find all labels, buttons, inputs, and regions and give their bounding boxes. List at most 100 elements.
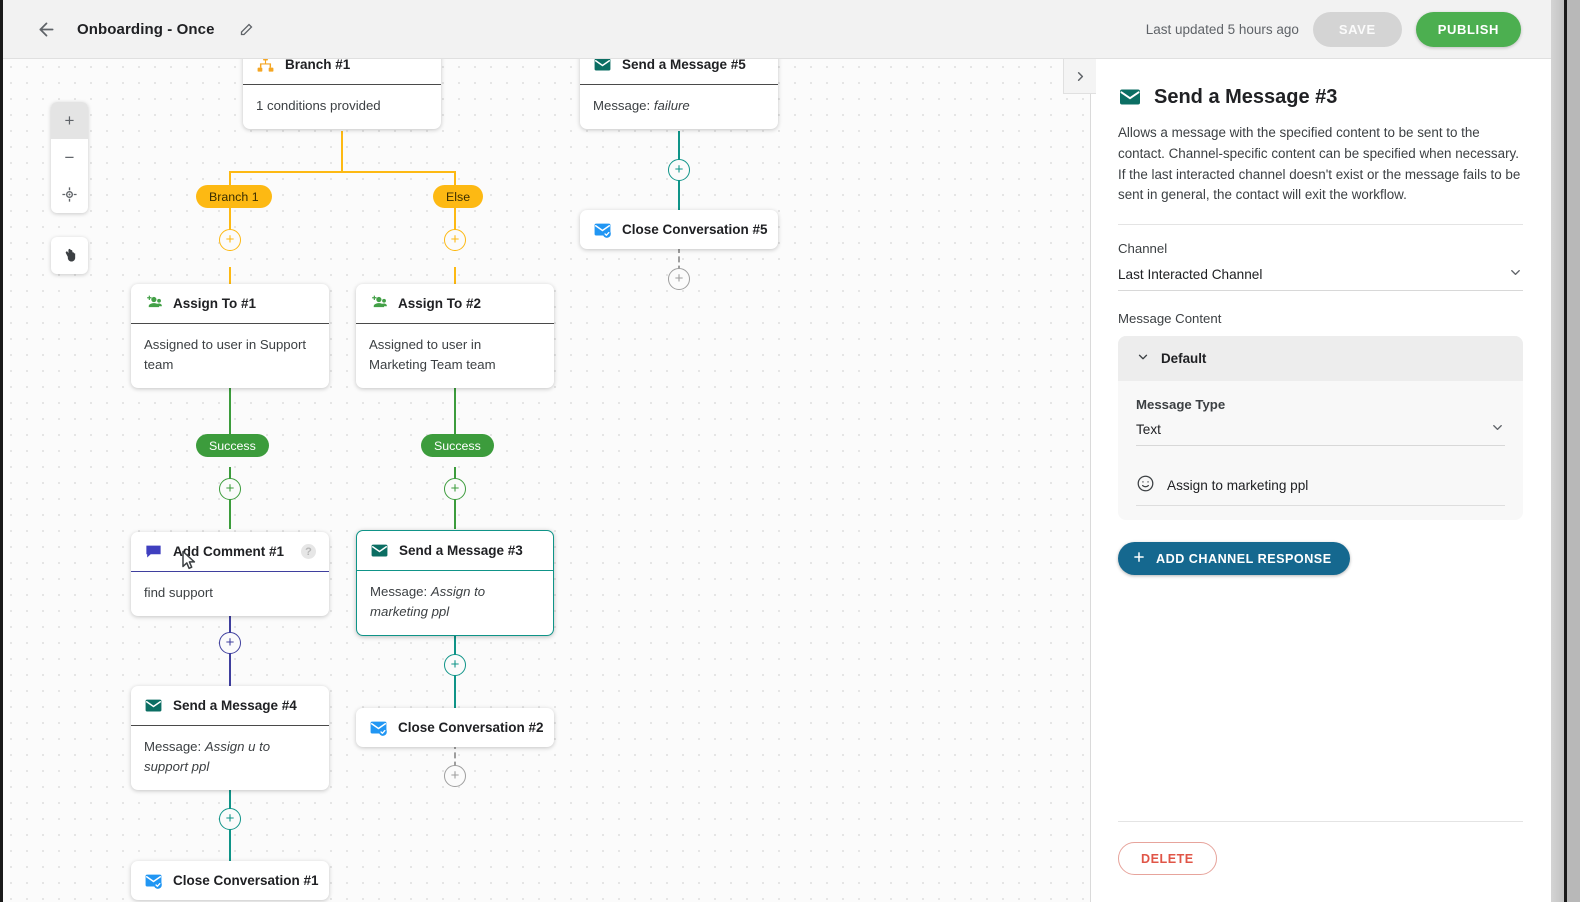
- crosshair-icon[interactable]: [51, 176, 88, 213]
- pencil-icon[interactable]: [237, 19, 257, 39]
- node-header: Assign To #2: [356, 284, 554, 324]
- add-node-button-branch1[interactable]: [219, 229, 241, 251]
- channel-select[interactable]: Last Interacted Channel: [1118, 265, 1523, 291]
- node-body: Assigned to user in Support team: [131, 324, 329, 388]
- node-body-prefix: Message:: [144, 739, 205, 754]
- accordion-title: Default: [1161, 351, 1206, 366]
- edge-branch-split: [230, 171, 456, 173]
- node-send-message-4[interactable]: Send a Message #4 Message: Assign u to s…: [131, 686, 329, 790]
- success-label-2[interactable]: Success: [421, 434, 494, 457]
- hierarchy-icon: [256, 59, 275, 74]
- panel-footer: DELETE: [1118, 821, 1523, 902]
- chevron-down-icon: [1490, 420, 1505, 438]
- chevron-down-icon: [1136, 350, 1150, 367]
- node-title: Send a Message #5: [622, 59, 746, 72]
- add-node-button-msg3[interactable]: [444, 654, 466, 676]
- panel-title: Send a Message #3: [1118, 85, 1523, 109]
- add-node-button-success1[interactable]: [219, 478, 241, 500]
- comment-icon: [144, 542, 163, 561]
- emoji-smile-icon[interactable]: [1136, 474, 1155, 496]
- node-body: Message: Assign to marketing ppl: [357, 571, 553, 635]
- add-node-button-comment1[interactable]: [219, 632, 241, 654]
- workflow-canvas[interactable]: + −: [3, 59, 1096, 902]
- accordion-header-default[interactable]: Default: [1118, 336, 1523, 381]
- add-node-button-close5[interactable]: [668, 268, 690, 290]
- help-icon[interactable]: ?: [301, 544, 316, 559]
- header-actions: Last updated 5 hours ago SAVE PUBLISH: [1146, 12, 1564, 47]
- person-add-icon: [369, 294, 388, 313]
- envelope-icon: [1118, 85, 1142, 109]
- back-arrow-icon[interactable]: [33, 16, 59, 42]
- window-scrollbar[interactable]: [1551, 0, 1564, 902]
- node-body: 1 conditions provided: [243, 85, 441, 129]
- add-node-button-success2[interactable]: [444, 478, 466, 500]
- last-updated-text: Last updated 5 hours ago: [1146, 22, 1299, 37]
- node-title: Assign To #2: [398, 296, 481, 311]
- branch-label-else[interactable]: Else: [433, 185, 483, 208]
- node-body-value: failure: [654, 98, 690, 113]
- node-send-message-5[interactable]: Send a Message #5 Message: failure: [580, 59, 778, 129]
- save-button[interactable]: SAVE: [1313, 12, 1402, 47]
- chevron-right-icon[interactable]: [1063, 59, 1096, 94]
- channel-value: Last Interacted Channel: [1118, 267, 1262, 282]
- node-add-comment-1[interactable]: Add Comment #1 ? find support: [131, 532, 329, 616]
- footer-divider: [1118, 821, 1523, 822]
- delete-button[interactable]: DELETE: [1118, 842, 1217, 875]
- node-title: Assign To #1: [173, 296, 256, 311]
- node-assign-to-2[interactable]: Assign To #2 Assigned to user in Marketi…: [356, 284, 554, 388]
- message-content-label: Message Content: [1118, 311, 1523, 326]
- node-header: Close Conversation #2: [356, 708, 554, 747]
- node-title: Branch #1: [285, 59, 350, 72]
- envelope-check-icon: [593, 220, 612, 239]
- zoom-in-button[interactable]: +: [51, 102, 88, 139]
- channel-label: Channel: [1118, 241, 1523, 256]
- envelope-check-icon: [144, 871, 163, 890]
- envelope-icon: [144, 696, 163, 715]
- node-header: Close Conversation #5: [580, 210, 778, 249]
- envelope-check-icon: [369, 718, 388, 737]
- add-node-button-else[interactable]: [444, 229, 466, 251]
- edge-branch-stem: [341, 131, 343, 173]
- node-title: Close Conversation #2: [398, 720, 544, 735]
- node-body-prefix: Message:: [593, 98, 654, 113]
- success-label-1[interactable]: Success: [196, 434, 269, 457]
- add-channel-response-button[interactable]: ADD CHANNEL RESPONSE: [1118, 542, 1350, 575]
- add-node-button-msg4[interactable]: [219, 808, 241, 830]
- node-header: Send a Message #3: [357, 531, 553, 571]
- node-header: Add Comment #1 ?: [131, 532, 329, 572]
- node-header: Send a Message #5: [580, 59, 778, 85]
- add-node-button-close2[interactable]: [444, 765, 466, 787]
- node-title: Add Comment #1: [173, 544, 284, 559]
- node-body: find support: [131, 572, 329, 616]
- message-text-value: Assign to marketing ppl: [1167, 478, 1308, 493]
- message-type-label: Message Type: [1136, 397, 1505, 412]
- node-header: Send a Message #4: [131, 686, 329, 726]
- node-body: Assigned to user in Marketing Team team: [356, 324, 554, 388]
- node-title: Send a Message #4: [173, 698, 297, 713]
- hand-icon[interactable]: [51, 237, 88, 274]
- zoom-out-button[interactable]: −: [51, 139, 88, 176]
- envelope-icon: [593, 59, 612, 74]
- node-close-conversation-5[interactable]: Close Conversation #5: [580, 210, 778, 249]
- node-header: Close Conversation #1: [131, 861, 329, 900]
- message-content-accordion: Default Message Type Text Assign to mark…: [1118, 336, 1523, 520]
- envelope-icon: [370, 541, 389, 560]
- panel-divider: [1118, 224, 1523, 225]
- node-body-prefix: Message:: [370, 584, 431, 599]
- add-channel-response-label: ADD CHANNEL RESPONSE: [1156, 552, 1332, 566]
- node-title: Send a Message #3: [399, 543, 523, 558]
- message-type-select[interactable]: Text: [1136, 420, 1505, 446]
- add-node-button-msg5[interactable]: [668, 159, 690, 181]
- node-send-message-3[interactable]: Send a Message #3 Message: Assign to mar…: [356, 530, 554, 636]
- node-branch-1[interactable]: Branch #1 1 conditions provided: [243, 59, 441, 129]
- node-close-conversation-2[interactable]: Close Conversation #2: [356, 708, 554, 747]
- node-assign-to-1[interactable]: Assign To #1 Assigned to user in Support…: [131, 284, 329, 388]
- node-header: Assign To #1: [131, 284, 329, 324]
- publish-button[interactable]: PUBLISH: [1416, 12, 1521, 47]
- panel-title-text: Send a Message #3: [1154, 86, 1337, 109]
- branch-label-branch1[interactable]: Branch 1: [196, 185, 272, 208]
- node-close-conversation-1[interactable]: Close Conversation #1: [131, 861, 329, 900]
- message-text-input[interactable]: Assign to marketing ppl: [1136, 460, 1505, 506]
- node-body: Message: failure: [580, 85, 778, 129]
